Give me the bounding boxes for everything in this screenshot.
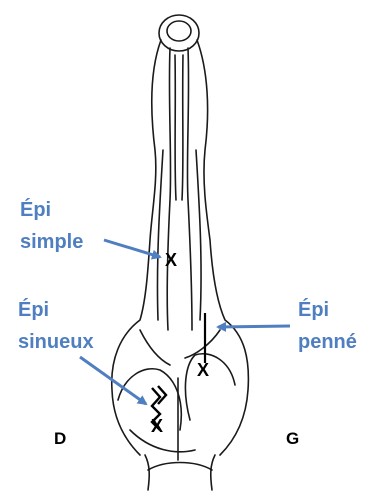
label-epi-sinueux: Épi sinueux [18,298,94,354]
label-epi-penne-line2: penné [298,330,357,354]
arrow-simple [104,240,160,257]
label-epi-simple: Épi simple [20,198,83,254]
side-label-d: D [54,429,66,448]
leg-outline [112,15,249,490]
label-epi-simple-line2: simple [20,230,83,254]
label-epi-simple-line1: Épi [20,198,83,222]
cross-mark-sinueux: X [151,416,163,436]
label-epi-penne: Épi penné [298,298,357,354]
label-epi-penne-line1: Épi [298,298,357,322]
cross-mark-simple: X [165,250,177,270]
label-epi-sinueux-line2: sinueux [18,330,94,354]
side-label-g: G [286,429,299,448]
label-epi-sinueux-line1: Épi [18,298,94,322]
cross-mark-penne: X [197,360,209,380]
arrow-penne [218,326,290,327]
